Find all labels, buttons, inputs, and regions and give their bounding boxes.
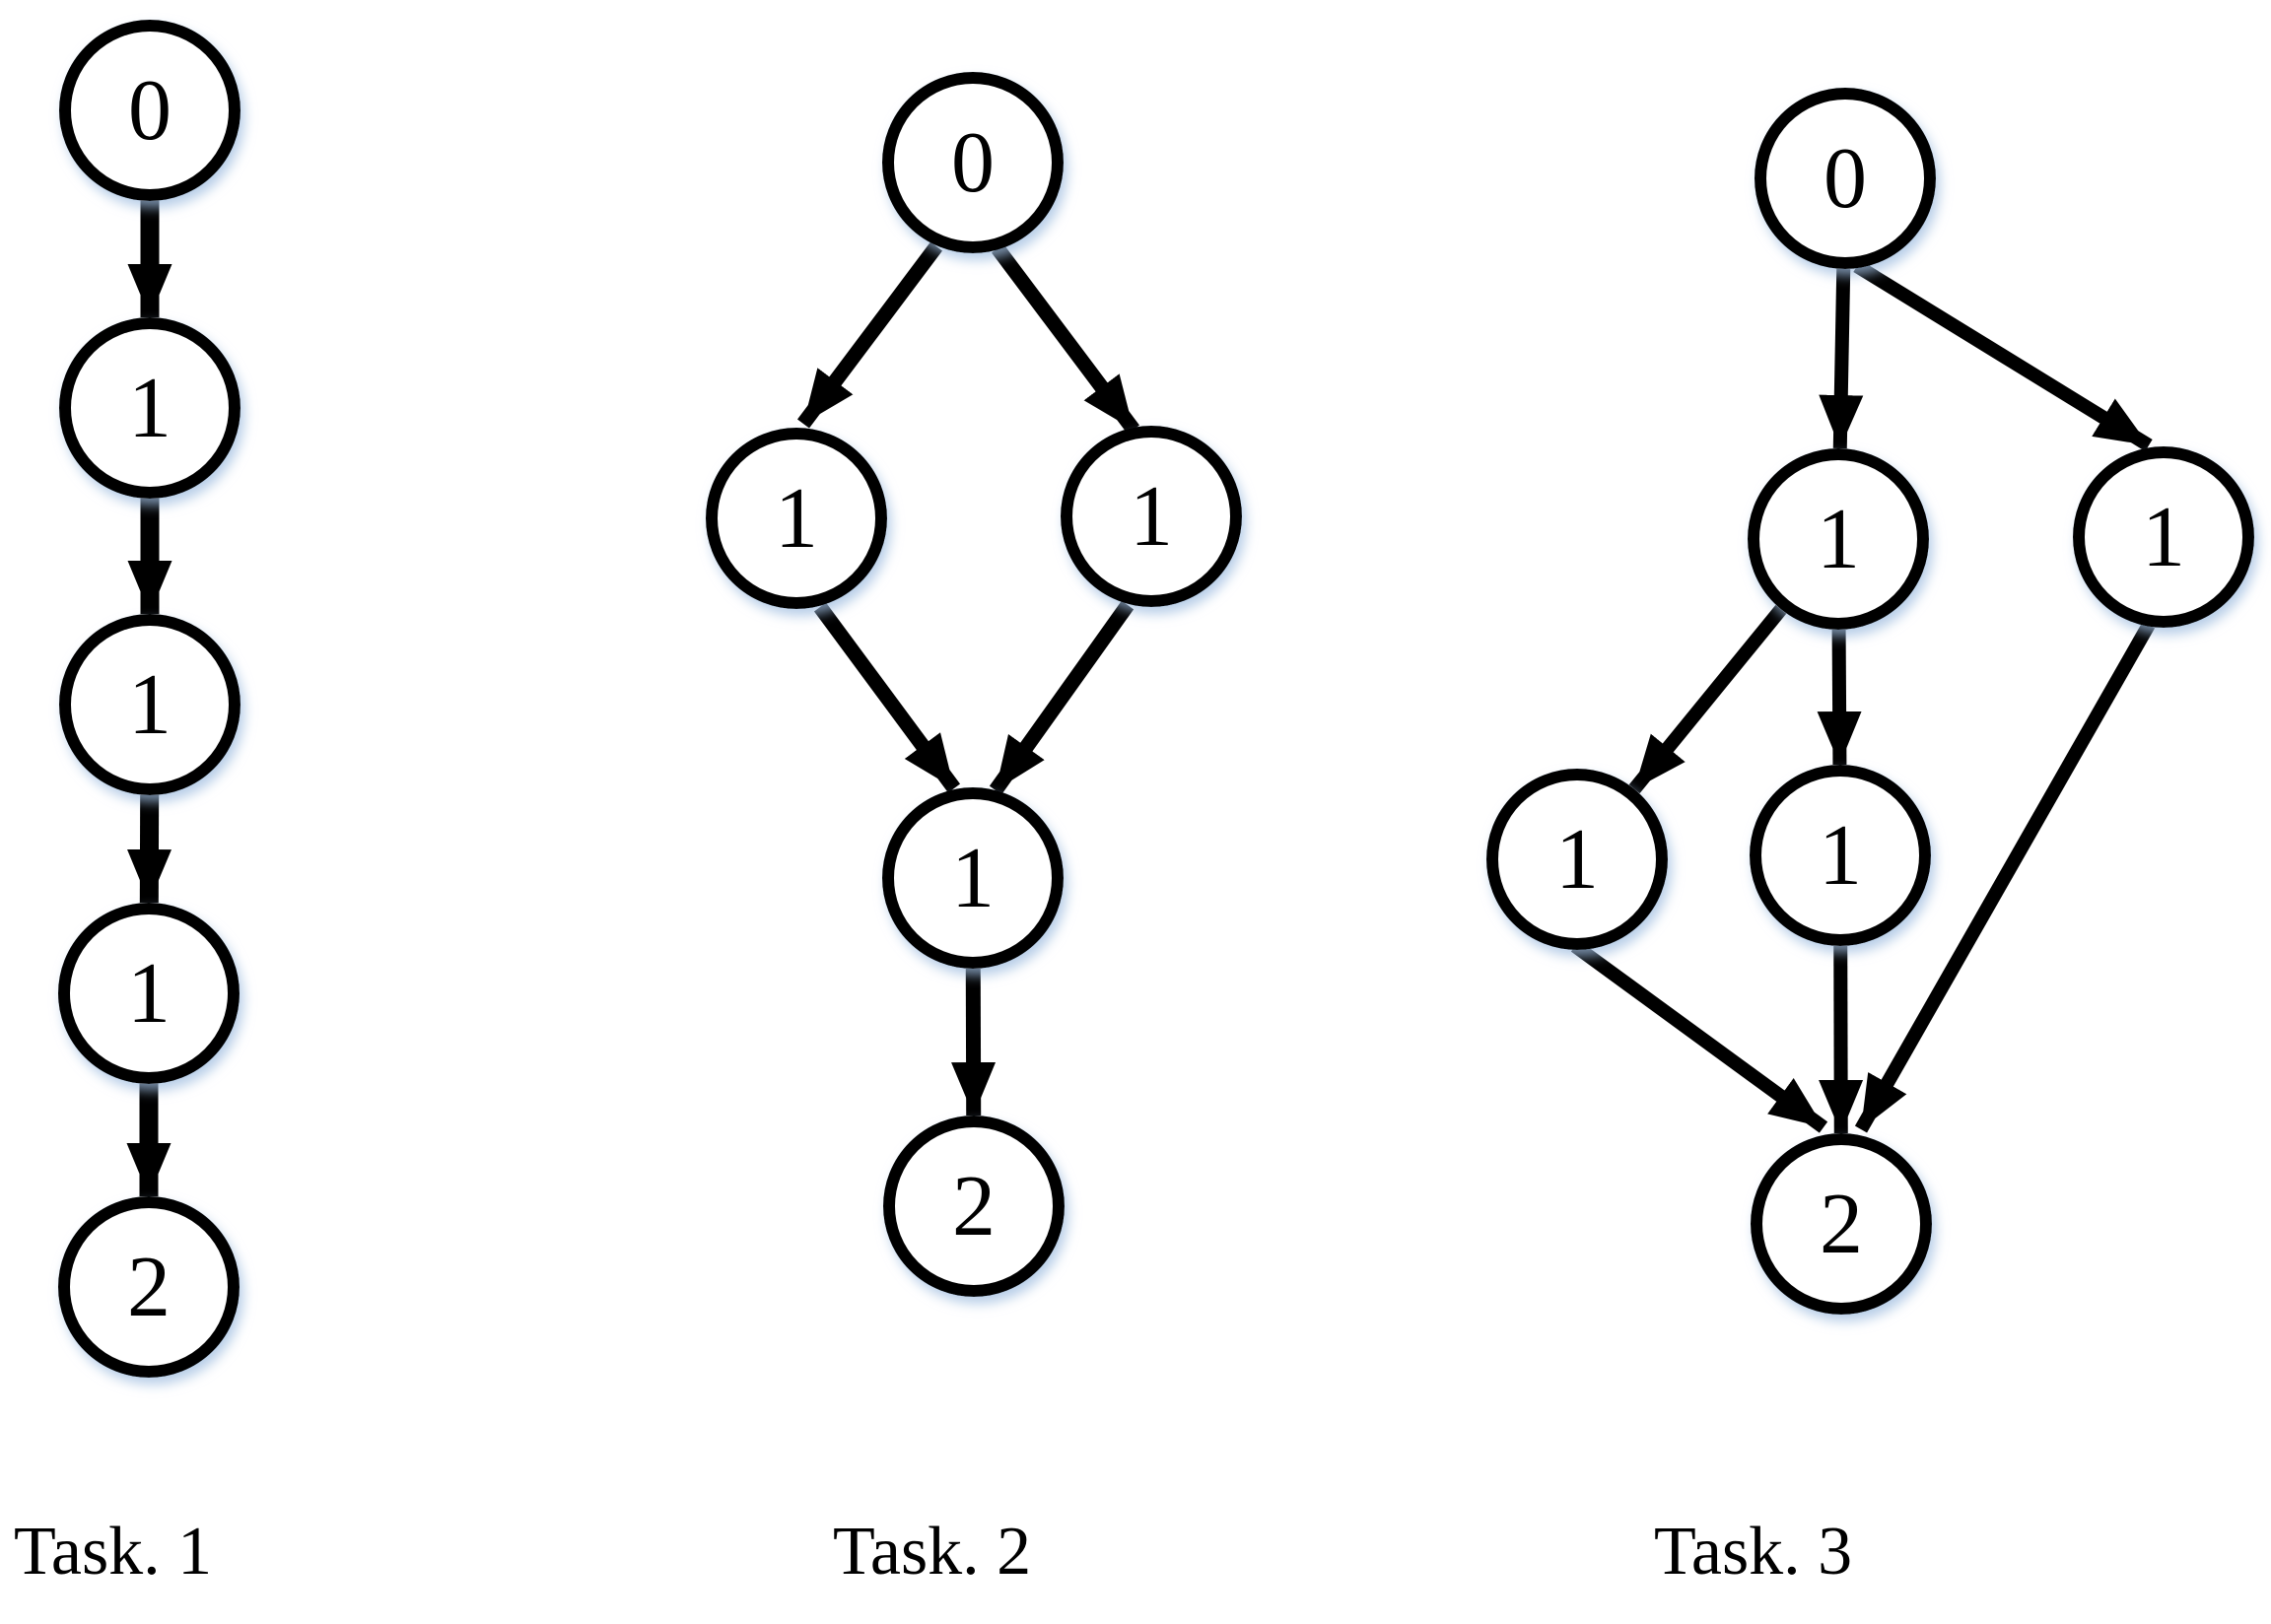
graph-edge — [813, 602, 961, 793]
graph-node-label: 1 — [128, 657, 172, 753]
graph-node-circle — [882, 787, 1064, 969]
graph-node-label: 1 — [1817, 492, 1860, 587]
graph-node: 1 — [1750, 765, 1931, 946]
graph-node-circle — [1061, 426, 1242, 607]
graph-edge — [992, 243, 1139, 435]
graph-node-label: 2 — [952, 1159, 996, 1254]
graph-node: 0 — [59, 20, 241, 201]
task-caption: Task. 3 — [1654, 1514, 1853, 1590]
graph-node: 0 — [882, 72, 1064, 253]
task-graph: 0 1 1 1 2 — [706, 72, 1242, 1297]
graph-node-label: 2 — [1820, 1177, 1863, 1272]
graph-node-circle — [58, 1196, 240, 1378]
graph-edge — [1570, 940, 1828, 1133]
graph-node-circle — [1751, 1133, 1932, 1315]
graph-node-circle — [58, 903, 240, 1084]
graph-edge — [1819, 268, 1864, 449]
graph-node-circle — [882, 72, 1064, 253]
graph-edge — [1854, 621, 2156, 1133]
graph-node-circle — [1750, 765, 1931, 946]
task-graph: 0 1 1 1 1 2 — [1486, 88, 2254, 1315]
graph-node-label: 0 — [1824, 131, 1867, 227]
task-graph: 0 1 1 1 2 — [58, 20, 241, 1378]
graph-node: 0 — [1755, 88, 1936, 269]
graph-edge — [989, 600, 1135, 795]
graph-node-label: 1 — [1130, 469, 1173, 565]
graph-node-label: 1 — [127, 946, 171, 1042]
graph-node-circle — [59, 317, 241, 499]
graph-node: 2 — [883, 1116, 1065, 1297]
graph-node-circle — [706, 428, 887, 609]
graph-edge — [1819, 945, 1864, 1134]
graph-node-circle — [59, 614, 241, 795]
graph-edge — [1628, 604, 1787, 794]
graph-edge — [797, 241, 942, 429]
graph-node-label: 1 — [775, 471, 818, 567]
graph-node: 2 — [1751, 1133, 1932, 1315]
graph-node: 1 — [58, 903, 240, 1084]
graph-node-label: 1 — [1555, 812, 1599, 908]
graph-edge — [1817, 629, 1862, 766]
graph-node: 1 — [59, 317, 241, 499]
graph-node-label: 0 — [128, 63, 172, 159]
graph-node: 1 — [2073, 446, 2254, 628]
graph-node: 1 — [1748, 448, 1929, 630]
graph-node-label: 1 — [128, 361, 172, 456]
graph-node-circle — [883, 1116, 1065, 1297]
graph-root: 0 1 1 1 2 0 1 1 1 2 0 1 1 1 1 2 — [58, 20, 2254, 1378]
graph-node-label: 2 — [127, 1240, 171, 1335]
graph-node-label: 1 — [2142, 490, 2185, 585]
graph-node-circle — [2073, 446, 2254, 628]
graph-node: 1 — [882, 787, 1064, 969]
graph-node-label: 0 — [951, 115, 995, 211]
graph-node: 1 — [1486, 769, 1668, 950]
graph-node: 1 — [59, 614, 241, 795]
graph-node-circle — [1755, 88, 1936, 269]
graph-node: 1 — [1061, 426, 1242, 607]
graph-node-circle — [1486, 769, 1668, 950]
task-caption: Task. 1 — [14, 1514, 213, 1590]
task-caption: Task. 2 — [833, 1514, 1032, 1590]
graph-node-label: 1 — [951, 831, 995, 926]
graph-node-circle — [1748, 448, 1929, 630]
graph-node: 2 — [58, 1196, 240, 1378]
graph-node: 1 — [706, 428, 887, 609]
graph-edge — [1853, 260, 2153, 451]
graph-node-circle — [59, 20, 241, 201]
graph-node-label: 1 — [1819, 808, 1862, 904]
